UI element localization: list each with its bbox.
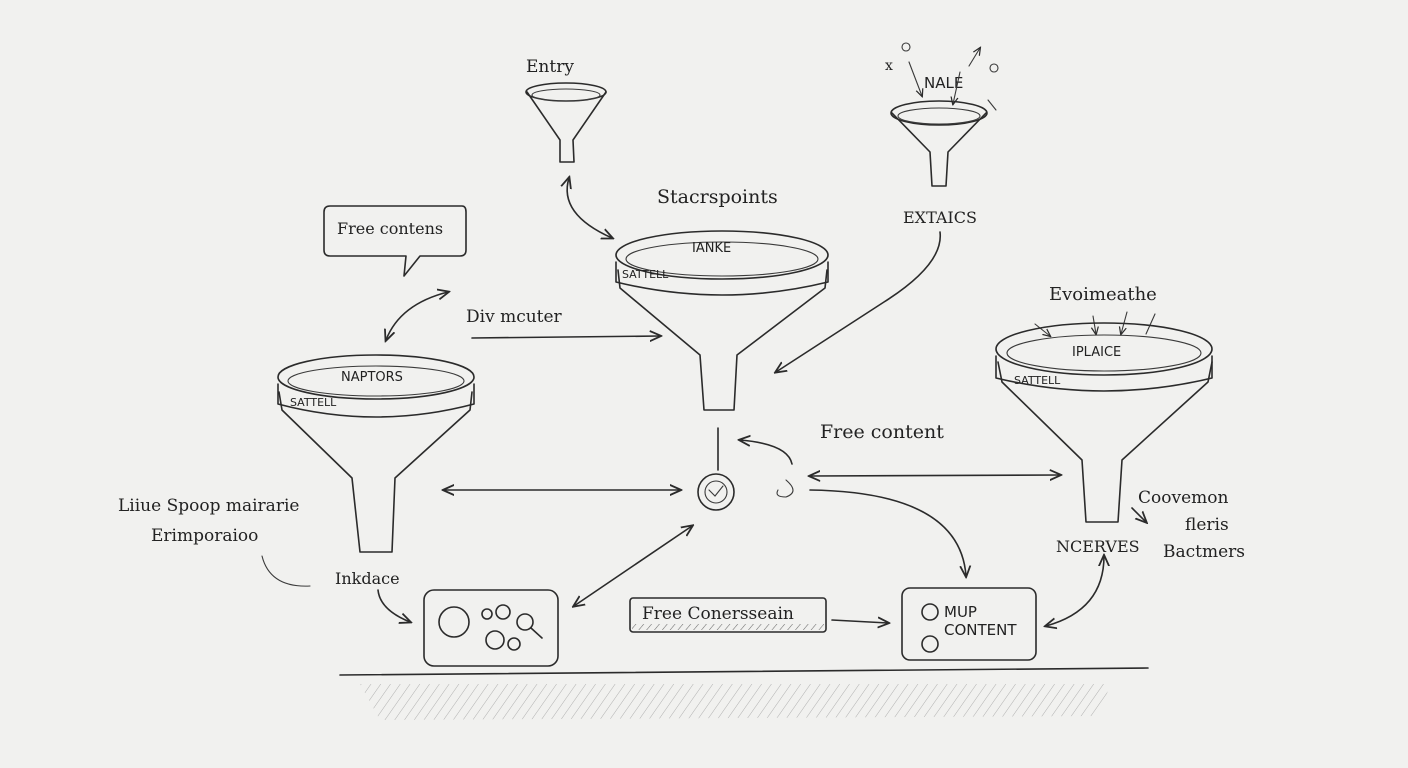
left-funnel-band-label: SATTELL — [290, 396, 337, 409]
left-note-line2: Erimporaioo — [151, 526, 258, 546]
right-note-line2: fleris — [1185, 515, 1229, 535]
mup-content-box: MUP CONTENT — [901, 587, 1037, 661]
center-funnel-rim-label: IANKE — [692, 241, 731, 256]
free-content-bubble-label: Free contens — [337, 219, 443, 238]
extaics-label: EXTAICS — [903, 208, 977, 227]
left-funnel-rim-label: NAPTORS — [341, 370, 403, 385]
entry-funnel: Entry — [525, 57, 607, 163]
free-content-mid-label: Free content — [820, 421, 944, 443]
connector-arrows — [261, 178, 1146, 626]
svg-text:x: x — [885, 58, 893, 74]
entry-label: Entry — [526, 57, 574, 77]
center-hub — [697, 473, 794, 511]
right-note-line3: Bactmers — [1163, 542, 1245, 562]
inklace-label: Inkdace — [335, 569, 400, 588]
right-funnel: Evoimeathe IPLAICE SATTELL — [995, 284, 1213, 523]
mup-line1: MUP — [944, 603, 977, 621]
center-funnel: Stacrspoints IANKE SATTELL — [615, 186, 829, 471]
right-funnel-band-label: SATTELL — [1014, 374, 1061, 387]
free-content-bubble: Free contens — [323, 205, 467, 277]
ground-line — [339, 667, 1149, 720]
ncerves-label: NCERVES — [1056, 537, 1140, 556]
div-mcuter-label: Div mcuter — [466, 307, 563, 327]
icon-box — [423, 589, 559, 667]
right-note-line1: Coovemon — [1138, 488, 1228, 508]
right-funnel-rim-label: IPLAICE — [1072, 345, 1121, 360]
left-funnel: NAPTORS SATTELL — [277, 354, 475, 553]
top-right-note-label: NALE — [924, 74, 963, 92]
mup-line2: CONTENT — [944, 621, 1017, 639]
left-note-line1: Liiue Spoop mairarie — [118, 496, 299, 516]
right-funnel-title: Evoimeathe — [1049, 284, 1157, 305]
extaics-funnel: NALE EXTAICS x — [885, 42, 999, 227]
free-conversation-bar: Free Conersseain — [629, 597, 827, 633]
free-conversation-bar-label: Free Conersseain — [642, 604, 794, 624]
stacrspoints-label: Stacrspoints — [657, 186, 778, 208]
center-funnel-band-label: SATTELL — [622, 268, 669, 281]
